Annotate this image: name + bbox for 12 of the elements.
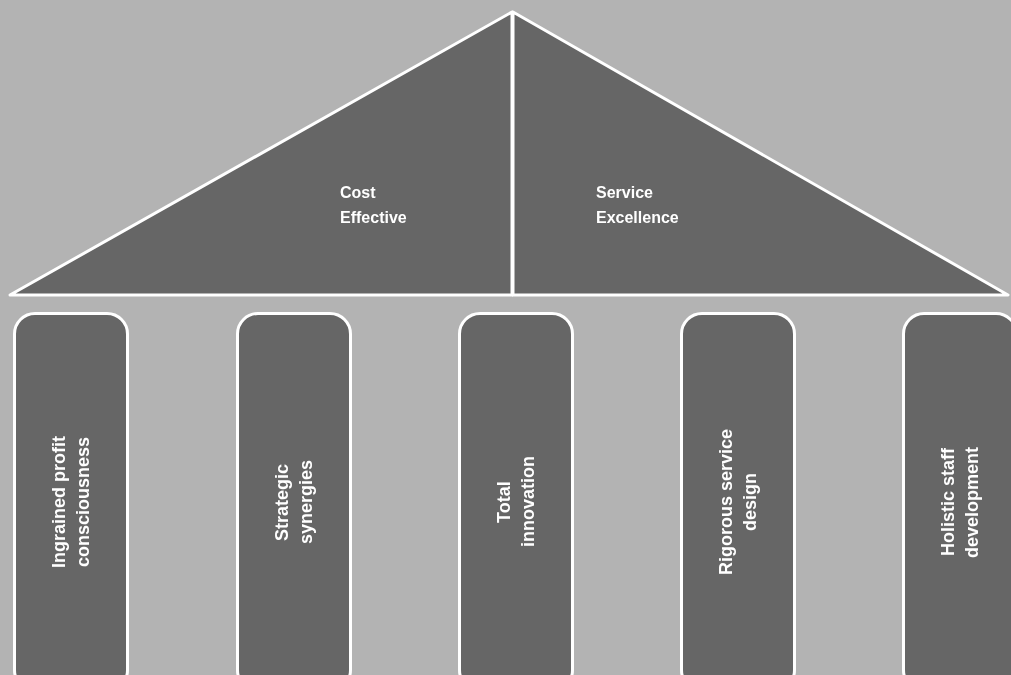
pillar-label: Strategic synergies	[271, 458, 317, 547]
pillar	[13, 312, 129, 675]
pillar-label: Ingrained profit consciousness	[48, 435, 94, 570]
pillar	[458, 312, 574, 675]
pillar	[902, 312, 1011, 675]
pillar-label: Rigorous service design	[715, 427, 761, 577]
pillar	[680, 312, 796, 675]
pillar-label: Total innovation	[493, 455, 539, 550]
roof-label: Cost Effective	[340, 183, 408, 228]
roof-label: Service Excellence	[596, 183, 680, 228]
pillar-label: Holistic staff development	[937, 445, 983, 560]
pillar	[236, 312, 352, 675]
